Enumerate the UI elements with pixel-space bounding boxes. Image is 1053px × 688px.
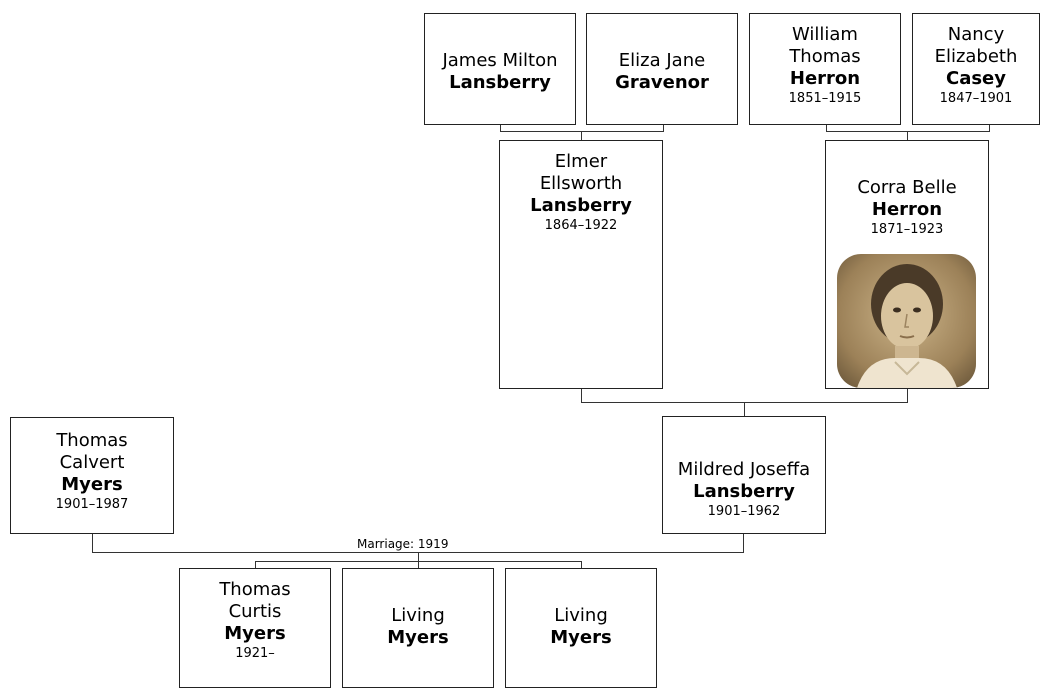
connector (92, 533, 93, 553)
life-dates: 1847–1901 (939, 91, 1013, 106)
life-dates: 1901–1962 (707, 504, 781, 519)
connector (989, 124, 990, 132)
life-dates: 1921– (235, 646, 275, 661)
connector (500, 131, 664, 132)
given-name: Corra Belle (857, 177, 957, 198)
given-name: Nancy Elizabeth (934, 24, 1018, 67)
surname: Herron (789, 68, 861, 89)
connector (581, 388, 582, 403)
person-william-thomas-herron[interactable]: William Thomas Herron 1851–1915 (749, 13, 901, 125)
connector (255, 561, 256, 569)
surname: Myers (224, 623, 286, 644)
connector (743, 533, 744, 553)
person-living-myers-1[interactable]: Living Myers (342, 568, 494, 688)
surname: Herron (871, 199, 943, 220)
connector (907, 388, 908, 403)
person-eliza-jane-gravenor[interactable]: Eliza Jane Gravenor (586, 13, 738, 125)
life-dates: 1864–1922 (544, 218, 618, 233)
surname: Myers (387, 627, 449, 648)
connector (663, 124, 664, 132)
connector (418, 561, 419, 569)
life-dates: 1851–1915 (788, 91, 862, 106)
person-thomas-curtis-myers[interactable]: Thomas Curtis Myers 1921– (179, 568, 331, 688)
given-name: Thomas Calvert (56, 430, 128, 473)
surname: Lansberry (693, 481, 795, 502)
connector (744, 402, 745, 416)
person-mildred-joseffa-lansberry[interactable]: Mildred Joseffa Lansberry 1901–1962 (662, 416, 826, 534)
person-corra-belle-herron[interactable]: Corra Belle Herron 1871–1923 (825, 140, 989, 389)
person-thomas-calvert-myers[interactable]: Thomas Calvert Myers 1901–1987 (10, 417, 174, 534)
connector (826, 131, 990, 132)
connector (907, 131, 908, 141)
person-living-myers-2[interactable]: Living Myers (505, 568, 657, 688)
person-elmer-ellsworth-lansberry[interactable]: Elmer Ellsworth Lansberry 1864–1922 (499, 140, 663, 389)
given-name: Living (391, 605, 445, 626)
given-name: Elmer Ellsworth (539, 151, 623, 194)
connector (826, 124, 827, 132)
life-dates: 1901–1987 (55, 497, 129, 512)
surname: Gravenor (615, 72, 709, 93)
given-name: Eliza Jane (618, 50, 706, 71)
surname: Lansberry (449, 72, 551, 93)
life-dates: 1871–1923 (870, 222, 944, 237)
surname: Lansberry (530, 195, 632, 216)
portrait-photo-image (837, 254, 976, 388)
given-name: Thomas Curtis (219, 579, 291, 622)
portrait-photo[interactable] (837, 254, 976, 388)
given-name: Mildred Joseffa (677, 459, 811, 480)
connector (500, 124, 501, 132)
person-james-milton-lansberry[interactable]: James Milton Lansberry (424, 13, 576, 125)
surname: Casey (945, 68, 1006, 89)
marriage-label: Marriage: 1919 (355, 537, 451, 551)
given-name: James Milton (442, 50, 558, 71)
surname: Myers (61, 474, 123, 495)
connector (581, 131, 582, 141)
surname: Myers (550, 627, 612, 648)
person-nancy-elizabeth-casey[interactable]: Nancy Elizabeth Casey 1847–1901 (912, 13, 1040, 125)
given-name: William Thomas (789, 24, 861, 67)
given-name: Living (554, 605, 608, 626)
connector (581, 561, 582, 569)
connector (418, 552, 419, 562)
